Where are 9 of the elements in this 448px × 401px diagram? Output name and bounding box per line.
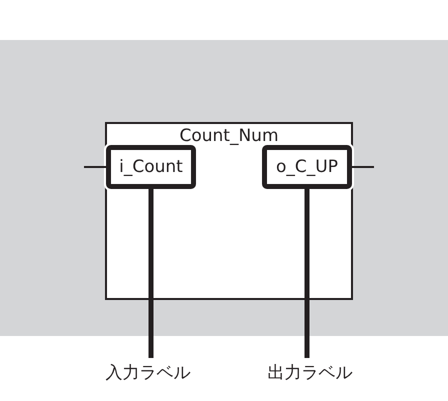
leader-line — [304, 189, 310, 358]
function-block: Count_Num i_Count o_C_UP — [105, 122, 353, 300]
leader-line — [148, 189, 154, 358]
callout-label: 出力ラベル — [250, 358, 370, 386]
callout-label: 入力ラベル — [88, 358, 208, 386]
port-label: i_Count — [106, 145, 196, 189]
port-label: o_C_UP — [262, 145, 352, 189]
pin-line — [84, 166, 106, 168]
pin-line — [352, 166, 374, 168]
